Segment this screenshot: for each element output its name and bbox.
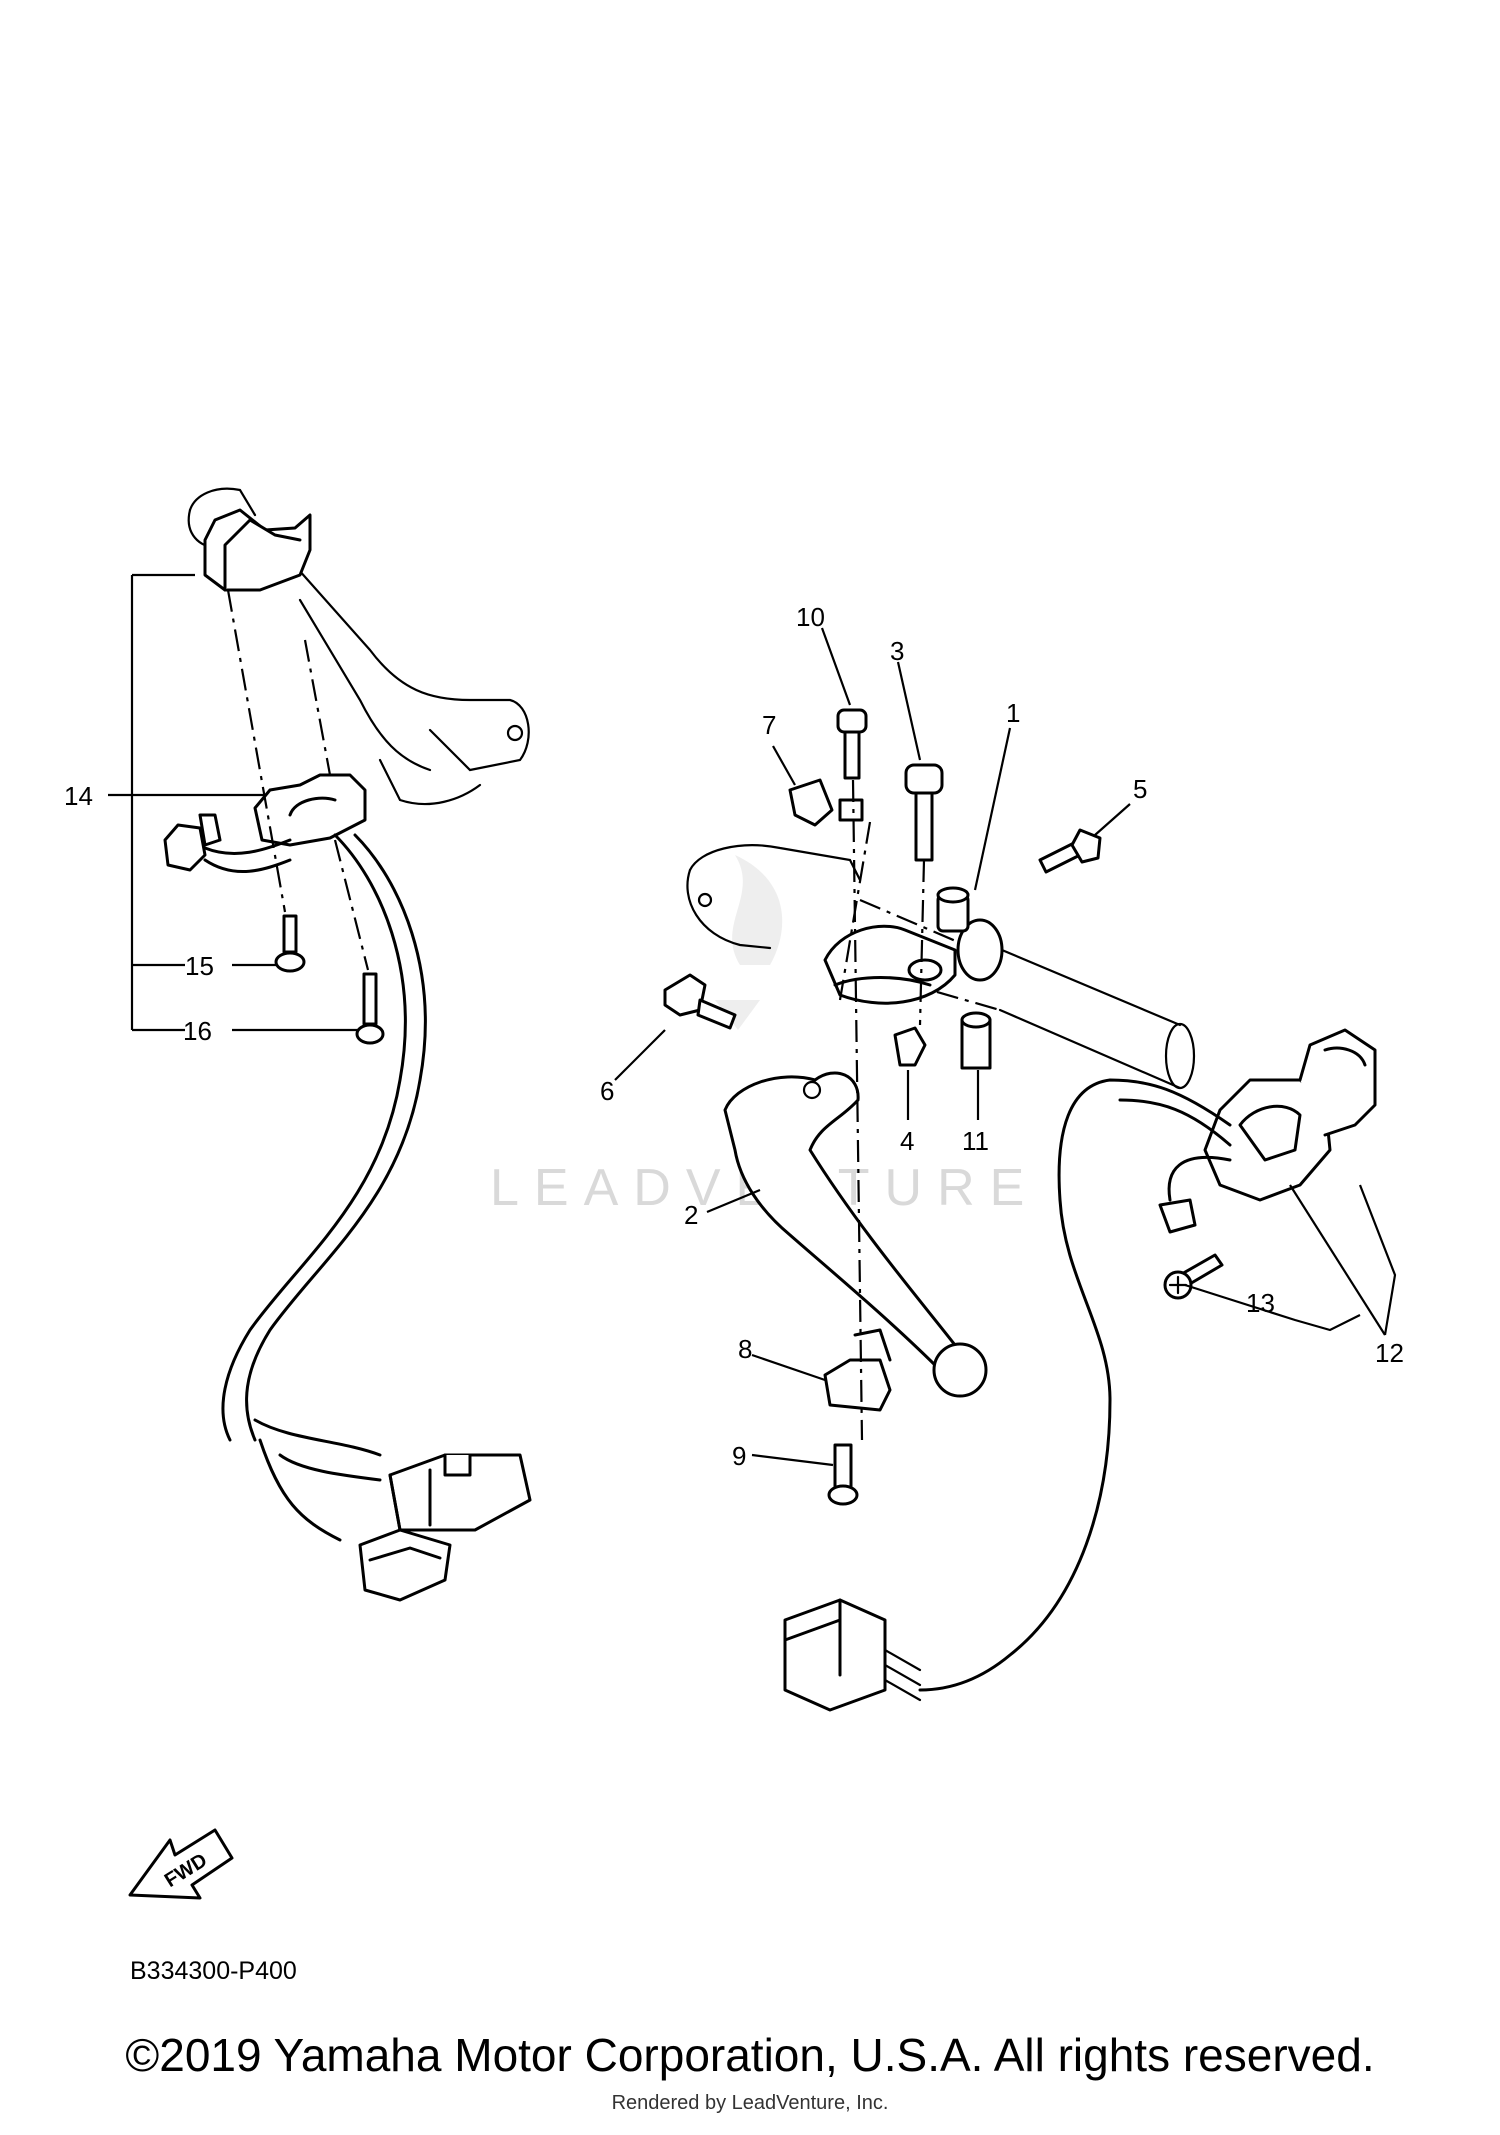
bolt-5 [1038, 828, 1102, 874]
watermark-logo [715, 855, 783, 1030]
callout-10: 10 [796, 602, 825, 632]
lever-assembly [663, 708, 1196, 1506]
callout-8: 8 [738, 1334, 752, 1364]
callout-14: 14 [64, 781, 93, 811]
bolt-10 [836, 708, 868, 780]
fwd-arrow-icon: FWD [128, 1828, 234, 1900]
screw-9 [827, 1443, 859, 1506]
reference-code: B334300-P400 [130, 1957, 297, 1985]
screw-15 [274, 914, 306, 973]
callout-5: 5 [1133, 774, 1147, 804]
bolt-6 [663, 973, 737, 1030]
copyright-notice: ©2019 Yamaha Motor Corporation, U.S.A. A… [125, 2029, 1375, 2081]
callout-9: 9 [732, 1441, 746, 1471]
callout-2: 2 [684, 1200, 698, 1230]
callout-3: 3 [890, 636, 904, 666]
screw-16 [355, 972, 385, 1045]
rendered-by-credit: Rendered by LeadVenture, Inc. [611, 2092, 889, 2114]
callouts: 1 2 3 4 5 6 7 8 9 10 11 12 13 14 15 16 [64, 602, 1404, 1471]
screw-13 [1163, 1253, 1224, 1300]
callout-15: 15 [185, 951, 214, 981]
callout-16: 16 [183, 1016, 212, 1046]
callout-7: 7 [762, 710, 776, 740]
callout-1: 1 [1006, 698, 1020, 728]
callout-4: 4 [900, 1126, 914, 1156]
bolt-3 [904, 763, 944, 862]
callout-13: 13 [1246, 1288, 1275, 1318]
callout-6: 6 [600, 1076, 614, 1106]
leader-lines [108, 573, 1397, 1467]
callout-11: 11 [962, 1126, 989, 1156]
left-switch-assembly [163, 487, 532, 1602]
right-switch-assembly [783, 1028, 1377, 1712]
callout-12: 12 [1375, 1338, 1404, 1368]
